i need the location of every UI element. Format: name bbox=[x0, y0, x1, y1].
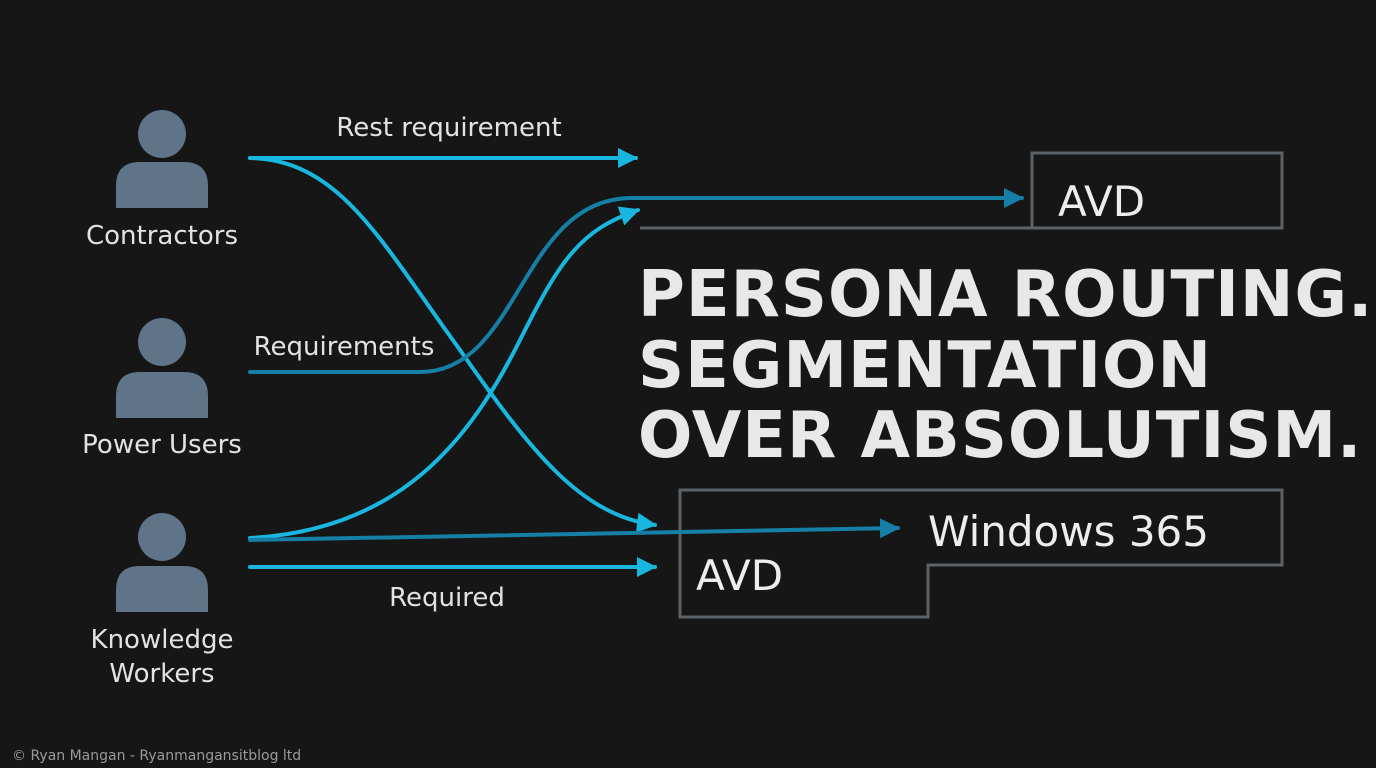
flow-contractors-to-windows-365 bbox=[248, 156, 657, 533]
person-icon bbox=[116, 513, 208, 612]
flow-knowledge-workers-to-windows-365 bbox=[248, 518, 900, 542]
person-icon bbox=[116, 318, 208, 418]
title-line-3: OVER ABSOLUTISM. bbox=[638, 399, 1362, 473]
persona-label-contractors: Contractors bbox=[86, 221, 238, 251]
persona-label-knowledge-workers-line1: Knowledge bbox=[91, 625, 234, 655]
persona-label-knowledge-workers-line2: Workers bbox=[109, 659, 214, 689]
flow-knowledge-workers-to-avd-top bbox=[248, 206, 640, 540]
windows-365-label: Windows 365 bbox=[928, 507, 1209, 556]
persona-label-power-users: Power Users bbox=[82, 430, 242, 460]
flow-label-requirements: Requirements bbox=[254, 332, 435, 362]
windows-365-avd-box bbox=[678, 488, 1284, 619]
person-icon bbox=[116, 110, 208, 208]
persona-power-users: Power Users bbox=[82, 318, 242, 460]
avd-top-box bbox=[640, 151, 1284, 230]
flow-label-required: Required bbox=[389, 583, 505, 613]
flow-label-rest-requirement: Rest requirement bbox=[336, 113, 561, 143]
title-line-2: SEGMENTATION bbox=[638, 329, 1212, 403]
persona-knowledge-workers: Knowledge Workers bbox=[91, 513, 234, 689]
copyright-footer: © Ryan Mangan - Ryanmangansitblog ltd bbox=[12, 748, 301, 764]
persona-contractors: Contractors bbox=[86, 110, 238, 251]
avd-bottom-label: AVD bbox=[696, 551, 783, 600]
title-line-1: PERSONA ROUTING. bbox=[638, 258, 1373, 332]
flow-power-users-to-avd bbox=[248, 188, 1024, 374]
avd-top-label: AVD bbox=[1058, 177, 1145, 226]
